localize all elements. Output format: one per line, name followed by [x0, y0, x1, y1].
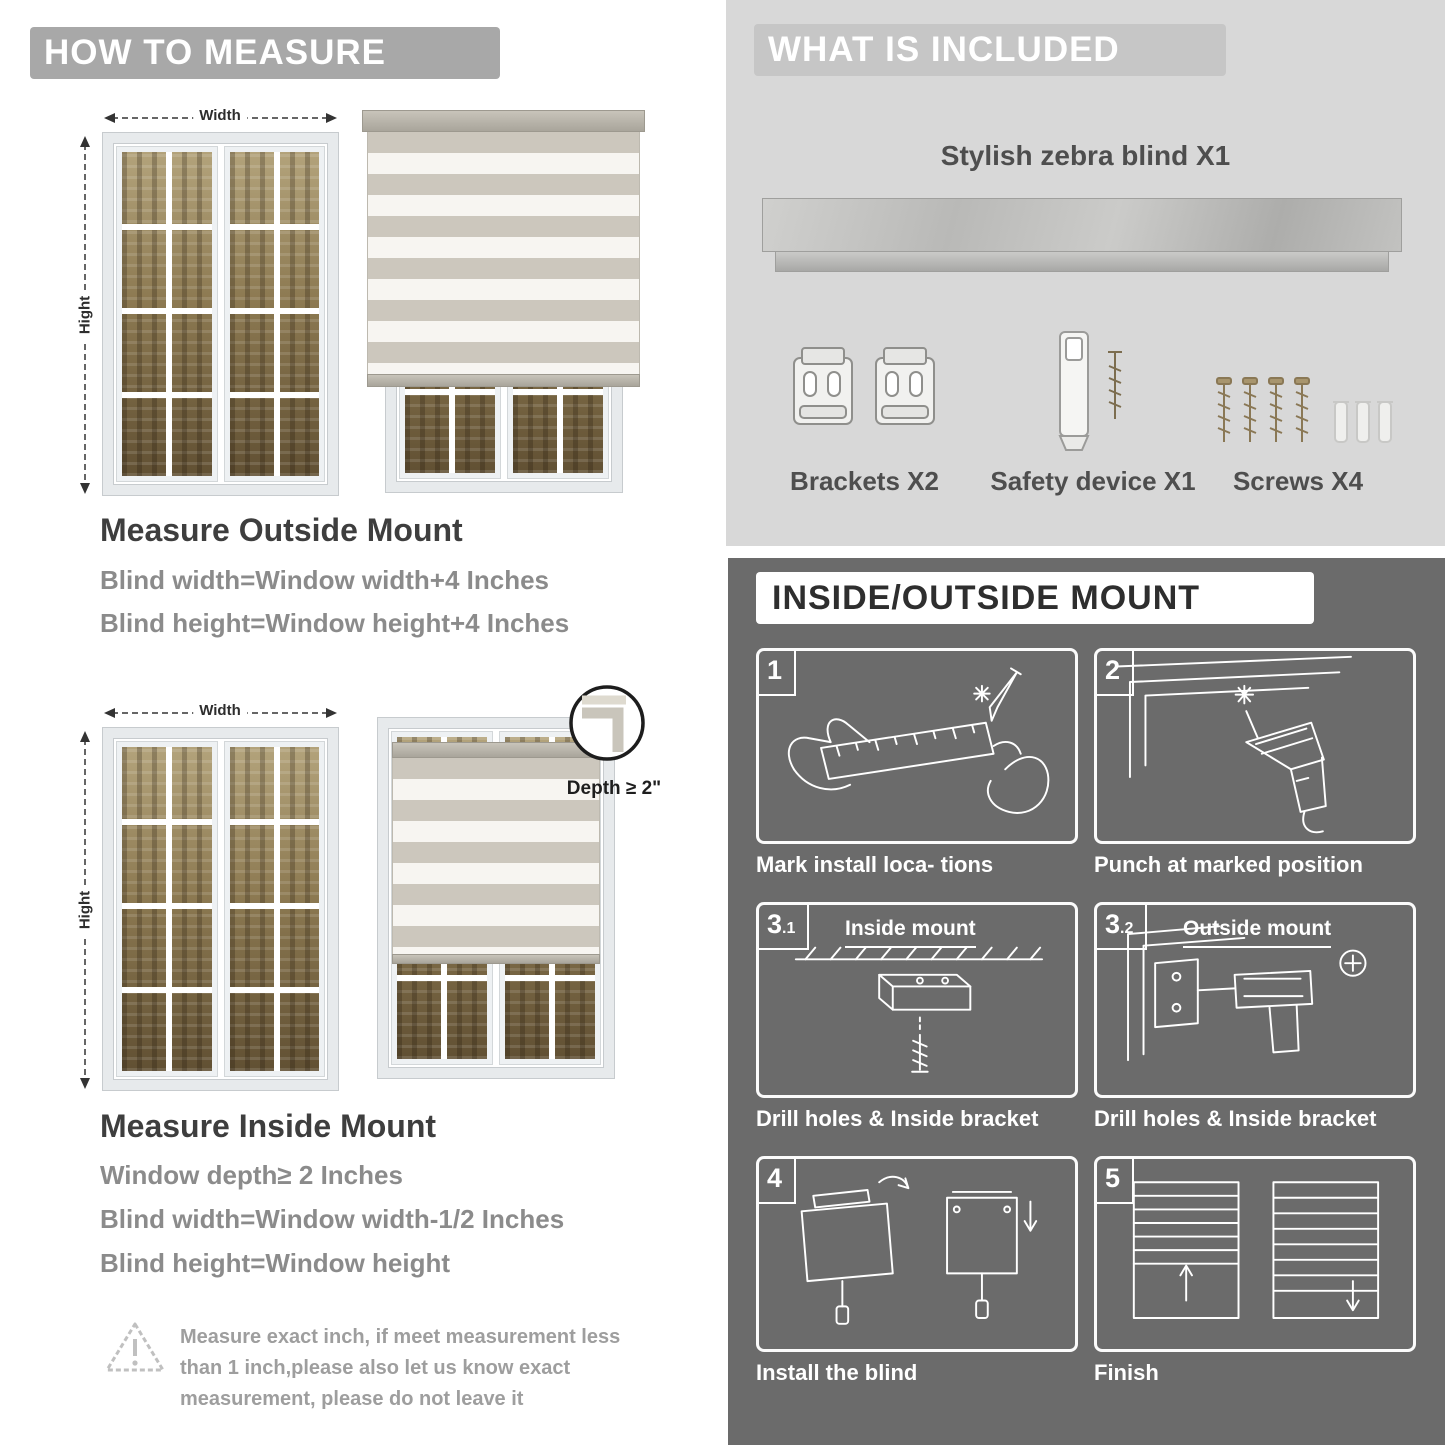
outside-mount-blind-illustration — [362, 110, 645, 495]
step-subnumber-text: .1 — [782, 920, 796, 937]
outside-measure-window-illustration: Width Hight — [72, 103, 340, 497]
step1-panel: 1 — [756, 648, 1078, 844]
step5-caption: Finish — [1094, 1360, 1159, 1385]
step-number-text: 4 — [767, 1163, 783, 1193]
included-section — [726, 0, 1445, 546]
brackets-count-label: Brackets X2 — [790, 466, 939, 496]
window-frame — [103, 728, 338, 1090]
window-sash — [224, 147, 324, 481]
window-frame — [103, 133, 338, 495]
inside-height-formula: Blind height=Window height — [100, 1248, 450, 1278]
depth-requirement-label: Depth ≥ 2" — [566, 778, 662, 799]
step3-1-title: Inside mount — [845, 917, 976, 948]
width-label: Width — [193, 107, 247, 124]
height-label: Hight — [76, 884, 94, 936]
step2-number: 2 — [1097, 651, 1135, 696]
step5-panel: 5 — [1094, 1156, 1416, 1352]
window-sash — [117, 147, 217, 481]
step2-panel: 2 — [1094, 648, 1416, 844]
safety-device-count-label: Safety device X1 — [990, 466, 1196, 496]
step4-caption: Install the blind — [756, 1360, 918, 1385]
width-label: Width — [193, 702, 247, 719]
window-sash — [117, 742, 217, 1076]
outside-bracket-illustration — [1127, 925, 1367, 1062]
step3-2-title: Outside mount — [1183, 917, 1332, 948]
step1-number: 1 — [759, 651, 797, 696]
blind-bottomrail — [367, 374, 640, 387]
warning-triangle-icon — [105, 1322, 165, 1372]
inside-outside-mount-banner: INSIDE/OUTSIDE MOUNT — [756, 572, 1314, 624]
finish-illustration — [1132, 1181, 1380, 1319]
zebra-blind-headrail-illustration — [762, 198, 1402, 272]
inside-width-formula: Blind width=Window width-1/2 Inches — [100, 1204, 565, 1234]
step-number-text: 5 — [1105, 1163, 1121, 1193]
how-to-measure-banner: HOW TO MEASURE — [30, 27, 500, 79]
inside-mount-heading: Measure Inside Mount — [100, 1108, 437, 1144]
mount-instructions-section — [728, 558, 1445, 1445]
step-number-text: 2 — [1105, 655, 1121, 685]
headrail-valance — [775, 252, 1389, 272]
zebra-shade — [392, 758, 600, 954]
step3-2-panel: 3.2 Outside mount — [1094, 902, 1416, 1098]
zebra-shade — [367, 132, 640, 374]
step5-number: 5 — [1097, 1159, 1135, 1204]
outside-height-formula: Blind height=Window height+4 Inches — [100, 608, 570, 638]
mark-location-illustration — [787, 667, 1050, 814]
outside-mount-heading: Measure Outside Mount — [100, 512, 463, 548]
step4-panel: 4 — [756, 1156, 1078, 1352]
step-number-text: 3 — [1105, 909, 1121, 939]
step3-2-caption: Drill holes & Inside bracket — [1094, 1106, 1377, 1131]
blind-headrail — [362, 110, 645, 132]
step3-2-number: 3.2 — [1097, 905, 1148, 950]
inside-depth-rule: Window depth≥ 2 Inches — [100, 1160, 403, 1190]
depth-callout-icon — [569, 685, 645, 761]
install-blind-illustration — [800, 1175, 1038, 1325]
product-name-label: Stylish zebra blind X1 — [940, 140, 1231, 171]
step-subnumber-text: .2 — [1120, 920, 1134, 937]
drill-position-illustration — [1115, 655, 1352, 834]
measurement-warning-text: Measure exact inch, if meet measurement … — [180, 1326, 621, 1410]
screws-count-label: Screws X4 — [1232, 466, 1364, 496]
brackets-icon — [793, 347, 935, 425]
step-number-text: 3 — [767, 909, 783, 939]
height-label: Hight — [76, 289, 94, 341]
step-number-text: 1 — [767, 655, 783, 685]
width-arrow-icon — [104, 113, 337, 123]
step1-caption: Mark install loca- tions — [756, 852, 994, 877]
blind-bottomrail — [392, 954, 600, 964]
screws-icon — [1216, 377, 1393, 443]
what-is-included-banner: WHAT IS INCLUDED — [754, 24, 1226, 76]
step3-1-number: 3.1 — [759, 905, 810, 950]
step3-1-caption: Drill holes & Inside bracket — [756, 1106, 1039, 1131]
headrail-bar — [762, 198, 1402, 252]
outside-width-formula: Blind width=Window width+4 Inches — [100, 565, 549, 595]
safety-device-icon — [1058, 331, 1122, 451]
window-sash — [224, 742, 324, 1076]
step3-1-panel: 3.1 Inside mount — [756, 902, 1078, 1098]
inside-measure-window-illustration: Width Hight — [72, 698, 340, 1092]
step4-number: 4 — [759, 1159, 797, 1204]
step2-caption: Punch at marked position — [1094, 852, 1363, 877]
width-arrow-icon — [104, 708, 337, 718]
inside-bracket-illustration — [794, 946, 1044, 1073]
inside-mount-blind-illustration — [378, 710, 615, 1084]
